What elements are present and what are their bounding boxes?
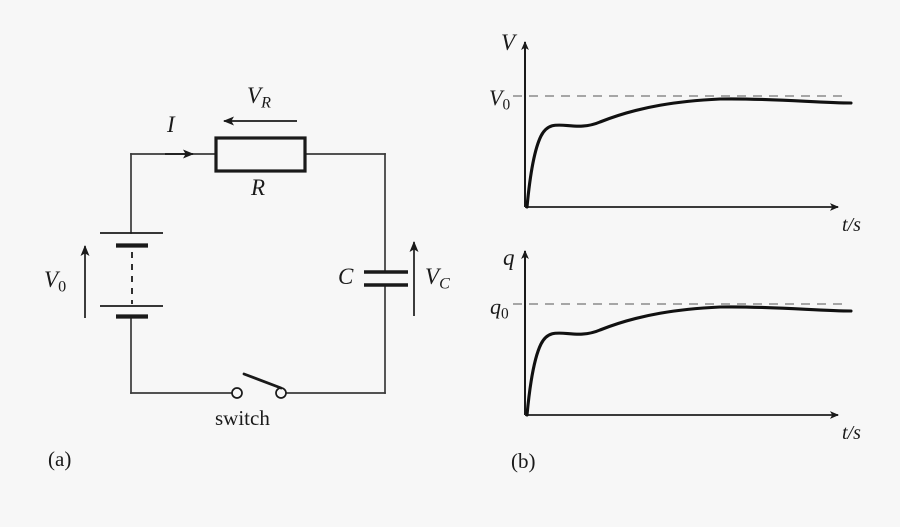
capacitor-label: C (338, 264, 354, 289)
chart-voltage-curve (525, 97, 853, 209)
switch-symbol[interactable] (231, 372, 287, 399)
battery-symbol (100, 232, 163, 319)
switch-terminal-right (275, 387, 287, 399)
current-label: I (167, 112, 175, 137)
chart-charge-asymptote-label: q0 (490, 294, 509, 323)
vc-label: VC (425, 264, 450, 293)
panel-a-label: (a) (48, 447, 72, 471)
capacitor-symbol (364, 270, 408, 287)
circuit-wires (130, 153, 386, 394)
chart-voltage-ylabel: V (501, 30, 516, 55)
chart-voltage (513, 41, 853, 211)
chart-charge-ylabel: q (503, 245, 515, 270)
switch-terminal-left (231, 387, 243, 399)
switch-blade (242, 372, 283, 390)
chart-voltage-xlabel: t/s (842, 214, 861, 236)
v0-label: V0 (44, 267, 67, 296)
chart-voltage-asymptote-label: V0 (489, 85, 511, 114)
vr-label: VR (247, 83, 271, 112)
chart-charge-curve (525, 305, 853, 417)
switch-label: switch (215, 406, 270, 430)
chart-charge (513, 250, 853, 419)
resistor-label: R (251, 175, 266, 200)
panel-b-label: (b) (511, 449, 536, 473)
chart-charge-xlabel: t/s (842, 422, 861, 444)
resistor-symbol (214, 136, 307, 173)
